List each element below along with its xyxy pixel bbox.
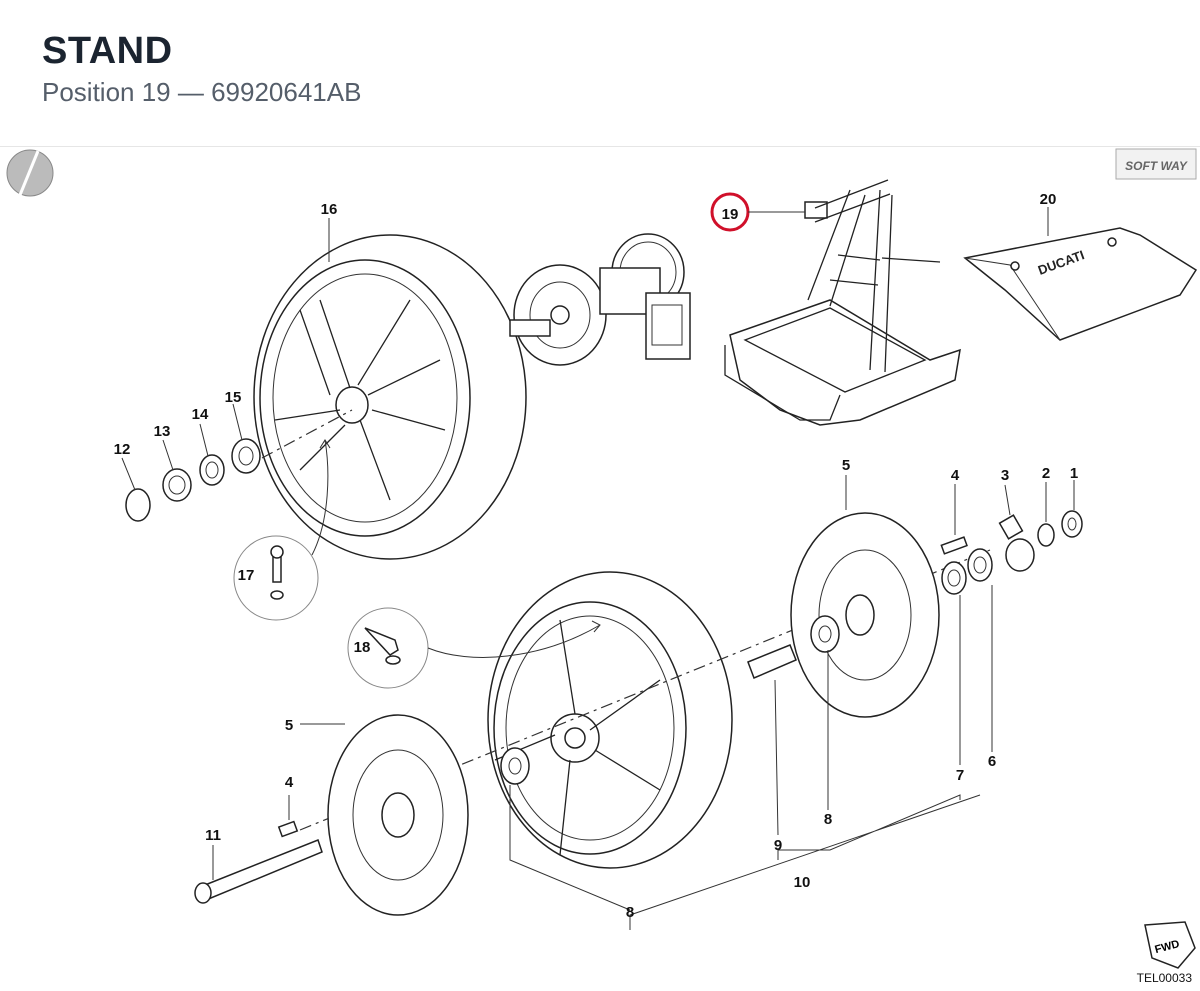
nut-1[interactable] — [1061, 510, 1083, 538]
callout-1: 1 — [1070, 465, 1078, 482]
callout-18: 18 — [354, 639, 371, 656]
callout-4-left: 4 — [285, 774, 294, 791]
svg-text:19: 19 — [722, 206, 739, 223]
bearing-left[interactable] — [500, 747, 530, 785]
svg-text:SOFT WAY: SOFT WAY — [1125, 159, 1188, 173]
front-brake-disc-left[interactable] — [327, 714, 469, 916]
callout-10: 10 — [794, 874, 811, 891]
detail-bubble-17[interactable] — [233, 439, 331, 621]
front-brake-disc-right[interactable] — [790, 512, 940, 718]
circlip-12[interactable] — [125, 488, 151, 522]
ducati-mat[interactable]: DUCATI — [963, 207, 1198, 341]
callout-11: 11 — [205, 827, 221, 844]
callout-7: 7 — [956, 767, 964, 784]
callout-19-highlight[interactable]: 19 — [710, 192, 805, 232]
forward-arrow-icon: FWD — [1144, 921, 1196, 969]
callout-9: 9 — [774, 837, 782, 854]
callout-16: 16 — [321, 201, 338, 218]
page-subtitle: Position 19 — 69920641AB — [42, 77, 362, 107]
seal-7[interactable] — [941, 561, 967, 595]
page-title: STAND — [42, 30, 173, 72]
bolt-4-right[interactable] — [940, 536, 968, 555]
detail-bubble-18[interactable] — [347, 607, 601, 689]
rear-wheel[interactable] — [253, 234, 527, 560]
callout-20: 20 — [1040, 191, 1057, 208]
callout-2: 2 — [1042, 465, 1050, 482]
callout-3: 3 — [1001, 467, 1009, 484]
corner-disc-icon — [6, 149, 54, 197]
page-header: STAND Position 19 — 69920641AB — [0, 0, 1200, 147]
rear-sprocket-assembly[interactable] — [509, 233, 691, 366]
hub-nut-13[interactable] — [162, 468, 192, 502]
spacer-9[interactable] — [747, 644, 797, 679]
callout-17: 17 — [238, 567, 255, 584]
callout-labels: 1 2 3 4 4 5 5 6 7 8 8 9 10 11 12 13 14 1… — [114, 191, 1079, 921]
exploded-parts-diagram: SOFT WAY — [6, 148, 1198, 985]
brand-logo: SOFT WAY — [1115, 148, 1197, 180]
callout-8-right: 8 — [824, 811, 832, 828]
front-wheel[interactable] — [487, 571, 733, 869]
callout-13: 13 — [154, 423, 171, 440]
callout-12: 12 — [114, 441, 131, 458]
callout-8-bottom: 8 — [626, 904, 634, 921]
seal-15[interactable] — [231, 438, 261, 474]
paddock-stand[interactable] — [724, 179, 961, 426]
drawing-code: TEL00033 — [1137, 971, 1193, 985]
front-axle-11[interactable] — [194, 839, 323, 904]
callout-15: 15 — [225, 389, 242, 406]
washer-14[interactable] — [199, 454, 225, 486]
callout-14: 14 — [192, 406, 209, 423]
callout-5-left: 5 — [285, 717, 293, 734]
bolt-4-left[interactable] — [277, 820, 299, 838]
speedo-drive-3[interactable] — [998, 514, 1035, 572]
seal-6[interactable] — [967, 548, 993, 582]
washer-2[interactable] — [1037, 523, 1055, 547]
bearing-right[interactable] — [810, 615, 840, 653]
callout-6: 6 — [988, 753, 996, 770]
callout-4-right: 4 — [951, 467, 960, 484]
callout-5-right: 5 — [842, 457, 850, 474]
